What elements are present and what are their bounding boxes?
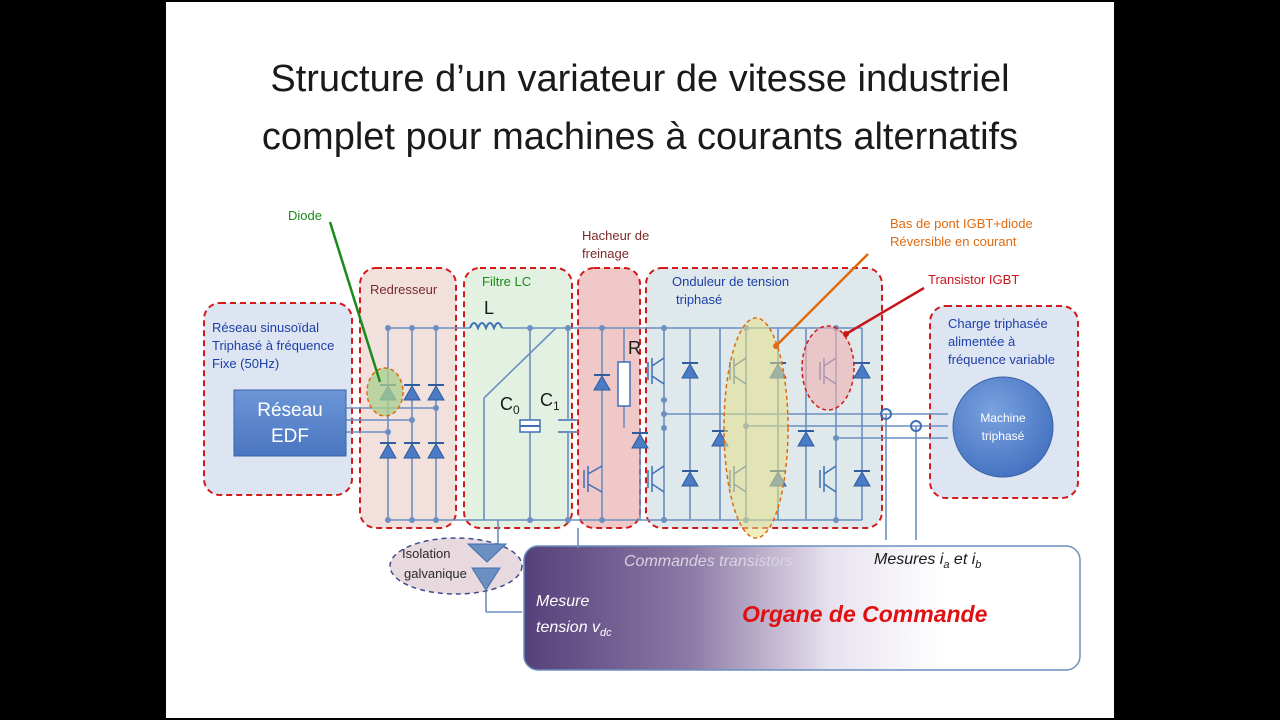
bas-de-pont-highlight	[723, 317, 789, 539]
filtre-label: Filtre LC	[482, 274, 531, 289]
transistor-pointer	[845, 286, 925, 336]
isolation-label-line-1: Isolation	[402, 546, 450, 561]
inductor-icon	[469, 322, 503, 331]
isolation-lower-triangle	[471, 567, 501, 591]
onduleur-label-line-1: Onduleur de tension	[672, 274, 789, 289]
capacitor-c1-label: C1	[540, 390, 560, 413]
isolation-upper-triangle	[466, 543, 508, 563]
bas-de-pont-pointer-tip	[773, 343, 779, 349]
current-sensor-icons	[880, 408, 922, 432]
onduleur-label-line-2: triphasé	[676, 292, 722, 307]
redresseur-label: Redresseur	[370, 282, 438, 297]
filtre-block	[463, 267, 573, 529]
resistor-icon	[617, 361, 631, 407]
mesures-courants-label: Mesures ia et ib	[874, 551, 981, 571]
charge-caption-line-3: fréquence variable	[948, 352, 1055, 367]
organe-commande-title: Organe de Commande	[742, 601, 988, 627]
hacheur-label-line-1: Hacheur de	[582, 228, 649, 243]
charge-caption-line-2: alimentée à	[948, 334, 1016, 349]
hacheur-diodes	[593, 374, 649, 449]
machine-label-line-1: Machine	[980, 411, 1026, 425]
wiring	[346, 327, 948, 613]
isolation-label-line-2: galvanique	[404, 566, 467, 581]
machine-label-line-2: triphasé	[982, 429, 1025, 443]
reseau-caption-line-1: Réseau sinusoïdal	[212, 320, 319, 335]
mesure-tension-line-2: tension vdc	[536, 619, 612, 639]
slide-title-line-2: complet pour machines à courants alterna…	[261, 116, 1019, 158]
hacheur-igbt-icon	[583, 465, 603, 493]
resistor-label: R	[628, 338, 641, 358]
bas-de-pont-annotation-line-1: Bas de pont IGBT+diode	[890, 216, 1033, 231]
inductor-label: L	[484, 298, 494, 318]
reseau-edf-box	[233, 389, 347, 457]
hacheur-label-line-2: freinage	[582, 246, 629, 261]
reseau-caption-line-2: Triphasé à fréquence	[212, 338, 334, 353]
reseau-box-line-2: EDF	[271, 426, 309, 447]
diode-pointer	[328, 221, 382, 383]
machine-triphase-icon	[952, 376, 1054, 478]
commandes-transistors-label: Commandes transistors	[624, 553, 793, 570]
mesure-tension-line-1: Mesure	[536, 593, 589, 610]
bas-de-pont-annotation-line-2: Réversible en courant	[890, 234, 1017, 249]
capacitor-c0-icon	[519, 419, 541, 433]
transistor-annotation: Transistor IGBT	[928, 272, 1019, 287]
charge-caption-line-1: Charge triphasée	[948, 316, 1048, 331]
diode-annotation: Diode	[288, 208, 322, 223]
rectifier-diodes	[379, 384, 445, 459]
capacitor-c1-icon	[558, 419, 578, 433]
transistor-highlight	[801, 325, 855, 411]
reseau-box-line-1: Réseau	[257, 400, 323, 421]
slide-title-line-1: Structure d’un variateur de vitesse indu…	[270, 58, 1010, 100]
capacitor-c0-label: C0	[500, 394, 520, 417]
labels: Réseau sinusoïdal Triphasé à fréquence F…	[212, 208, 1055, 639]
diode-highlight	[366, 367, 404, 417]
reseau-caption-line-3: Fixe (50Hz)	[212, 356, 279, 371]
transistor-pointer-tip	[843, 331, 849, 337]
organe-commande-box	[523, 545, 1081, 671]
bas-de-pont-pointer	[775, 253, 869, 347]
